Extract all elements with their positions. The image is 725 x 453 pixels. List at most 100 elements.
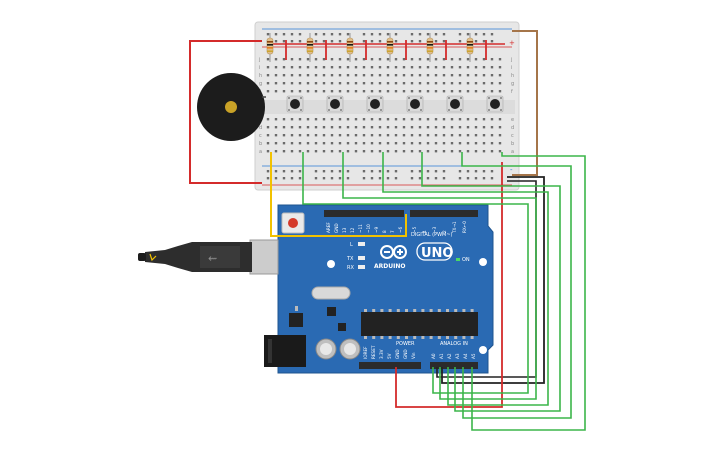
hole[interactable] [410, 58, 414, 61]
hole[interactable] [338, 126, 342, 129]
hole[interactable] [282, 142, 286, 145]
rail-hole[interactable] [466, 177, 470, 180]
hole[interactable] [458, 90, 462, 93]
hole[interactable] [498, 82, 502, 85]
push-button[interactable] [406, 95, 424, 113]
hole[interactable] [426, 90, 430, 93]
hole[interactable] [458, 150, 462, 153]
hole[interactable] [298, 150, 302, 153]
hole[interactable] [346, 118, 350, 121]
hole[interactable] [394, 118, 398, 121]
rail-hole[interactable] [290, 40, 294, 43]
rail-hole[interactable] [298, 177, 302, 180]
rail-hole[interactable] [290, 170, 294, 173]
rail-hole[interactable] [362, 40, 366, 43]
hole[interactable] [378, 126, 382, 129]
wire-yellow[interactable] [270, 152, 407, 237]
hole[interactable] [498, 134, 502, 137]
hole[interactable] [346, 90, 350, 93]
hole[interactable] [282, 82, 286, 85]
hole[interactable] [410, 66, 414, 69]
hole[interactable] [426, 74, 430, 77]
hole[interactable] [426, 142, 430, 145]
rail-hole[interactable] [266, 170, 270, 173]
hole[interactable] [266, 118, 270, 121]
hole[interactable] [426, 150, 430, 153]
hole[interactable] [378, 118, 382, 121]
hole[interactable] [378, 150, 382, 153]
hole[interactable] [298, 134, 302, 137]
hole[interactable] [482, 74, 486, 77]
hole[interactable] [402, 134, 406, 137]
hole[interactable] [306, 90, 310, 93]
hole[interactable] [338, 74, 342, 77]
hole[interactable] [426, 82, 430, 85]
hole[interactable] [266, 90, 270, 93]
hole[interactable] [338, 150, 342, 153]
hole[interactable] [370, 66, 374, 69]
hole[interactable] [490, 90, 494, 93]
hole[interactable] [426, 58, 430, 61]
wire-green-3[interactable] [382, 152, 549, 406]
rail-hole[interactable] [394, 170, 398, 173]
resistor[interactable] [426, 33, 434, 62]
rail-hole[interactable] [410, 40, 414, 43]
rail-hole[interactable] [274, 177, 278, 180]
hole[interactable] [482, 142, 486, 145]
hole[interactable] [410, 74, 414, 77]
hole[interactable] [490, 142, 494, 145]
hole[interactable] [482, 66, 486, 69]
rail-hole[interactable] [330, 40, 334, 43]
hole[interactable] [330, 118, 334, 121]
hole[interactable] [346, 58, 350, 61]
hole[interactable] [458, 82, 462, 85]
hole[interactable] [458, 126, 462, 129]
hole[interactable] [474, 82, 478, 85]
hole[interactable] [386, 126, 390, 129]
hole[interactable] [474, 126, 478, 129]
rail-hole[interactable] [466, 33, 470, 36]
rail-hole[interactable] [434, 177, 438, 180]
hole[interactable] [322, 134, 326, 137]
push-button[interactable] [366, 95, 384, 113]
hole[interactable] [338, 118, 342, 121]
hole[interactable] [282, 118, 286, 121]
hole[interactable] [354, 66, 358, 69]
rail-hole[interactable] [490, 40, 494, 43]
analog-header[interactable] [430, 362, 478, 369]
hole[interactable] [306, 118, 310, 121]
rail-hole[interactable] [474, 33, 478, 36]
rail-hole[interactable] [386, 177, 390, 180]
hole[interactable] [450, 74, 454, 77]
hole[interactable] [434, 90, 438, 93]
hole[interactable] [370, 118, 374, 121]
digital-header-left[interactable] [324, 210, 404, 217]
wire-green-6[interactable] [471, 152, 586, 431]
hole[interactable] [298, 90, 302, 93]
hole[interactable] [370, 90, 374, 93]
hole[interactable] [378, 66, 382, 69]
hole[interactable] [450, 66, 454, 69]
hole[interactable] [370, 134, 374, 137]
hole[interactable] [474, 134, 478, 137]
hole[interactable] [306, 82, 310, 85]
wire-green-5[interactable] [461, 152, 572, 419]
hole[interactable] [466, 134, 470, 137]
hole[interactable] [346, 150, 350, 153]
usb-cable[interactable]: ⇜ [138, 239, 279, 275]
hole[interactable] [274, 58, 278, 61]
hole[interactable] [386, 134, 390, 137]
hole[interactable] [314, 82, 318, 85]
resistor[interactable] [346, 33, 354, 62]
hole[interactable] [402, 90, 406, 93]
rail-hole[interactable] [458, 177, 462, 180]
resistor[interactable] [266, 33, 274, 62]
rail-hole[interactable] [362, 170, 366, 173]
rail-hole[interactable] [274, 40, 278, 43]
resistor[interactable] [386, 33, 394, 62]
resistor[interactable] [306, 33, 314, 62]
usb-port[interactable] [249, 239, 279, 275]
rail-hole[interactable] [378, 177, 382, 180]
hole[interactable] [322, 74, 326, 77]
hole[interactable] [410, 126, 414, 129]
